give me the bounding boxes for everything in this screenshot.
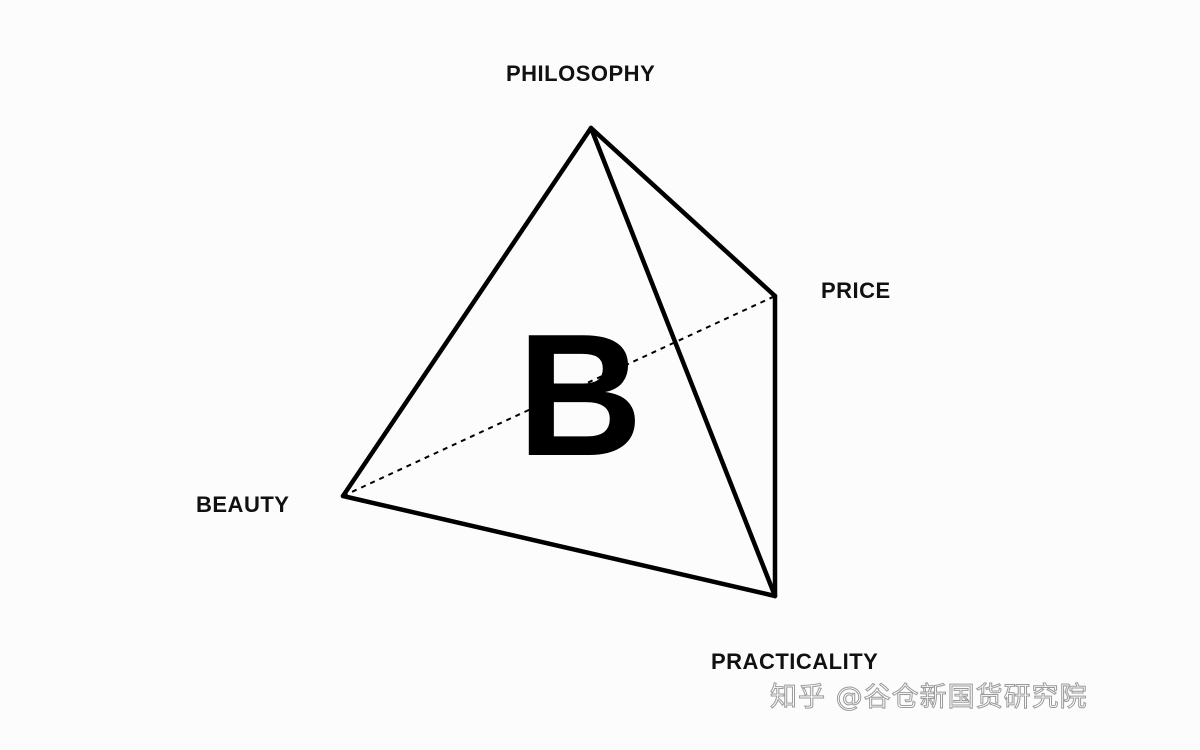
- brand-letter-logo: B: [517, 297, 643, 492]
- edge-philosophy-beauty: [340, 125, 594, 499]
- vertex-label-price: PRICE: [821, 278, 891, 303]
- edge-beauty-practicality: [340, 493, 778, 599]
- vertex-label-practicality: PRACTICALITY: [711, 649, 879, 674]
- edge-philosophy-price: [588, 125, 778, 299]
- edge-philosophy-practicality: [588, 125, 778, 599]
- vertex-label-philosophy: PHILOSOPHY: [506, 61, 656, 86]
- vertex-label-beauty: BEAUTY: [196, 492, 290, 517]
- source-watermark: 知乎 @谷仓新国货研究院: [770, 682, 1088, 713]
